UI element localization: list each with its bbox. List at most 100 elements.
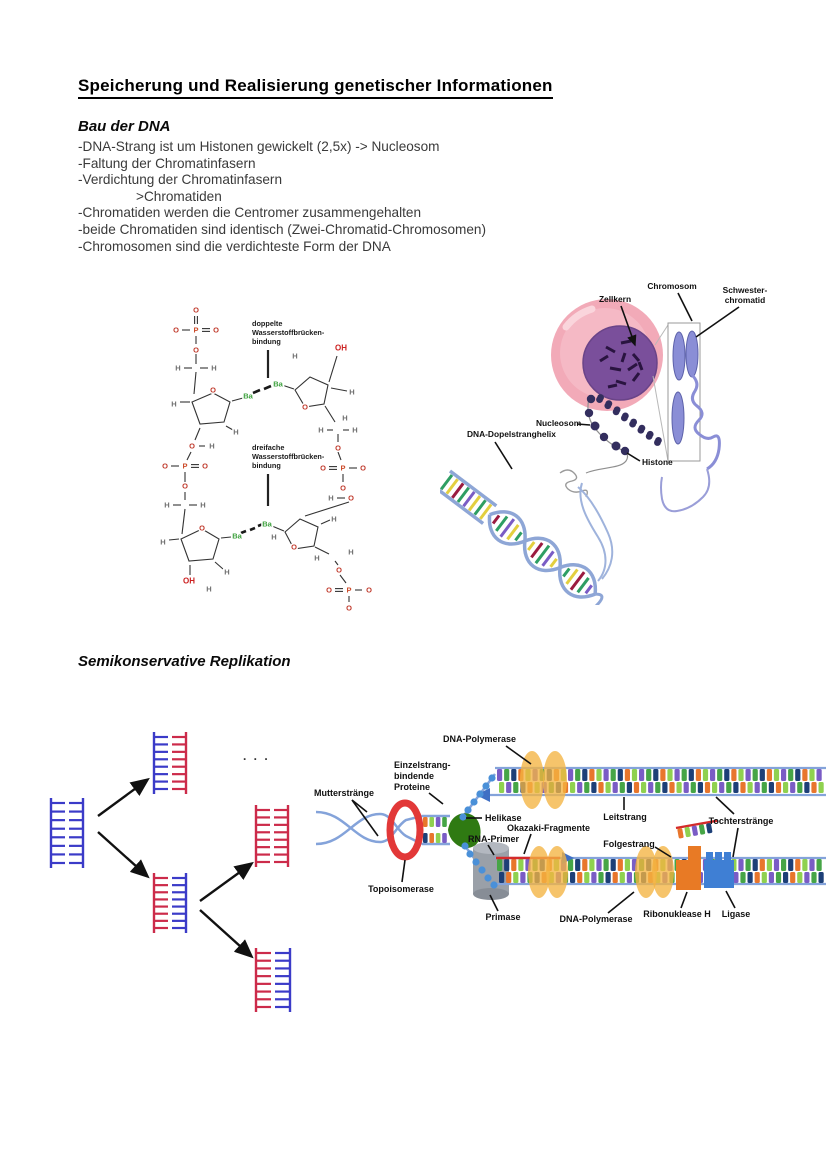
atom-h: H: [271, 533, 276, 542]
ligase-shape: [704, 852, 734, 888]
label-dna-polymerase-top: DNA-Polymerase: [443, 734, 516, 744]
section-bau-der-dna-heading: Bau der DNA: [78, 118, 171, 135]
chromosome-x-shape: [671, 330, 699, 445]
label-dreifache: dreifache: [252, 443, 284, 452]
atom-o: O: [193, 346, 199, 355]
hbond-label-double: doppelte Wasserstoffbrücken- bindung: [252, 319, 325, 378]
atom-o: O: [335, 444, 341, 453]
atom-p: P: [182, 462, 187, 471]
ellipsis: . . .: [243, 749, 270, 763]
chromosome-figure-labels: Zellkern Chromosom Schwester- chromatid …: [467, 281, 768, 470]
atom-o: O: [162, 462, 168, 471]
nucleus-chromosomes: [599, 339, 644, 389]
ribonuklease-leader: [680, 891, 688, 909]
atom-h: H: [349, 388, 354, 397]
label-dna-polymerase-bottom: DNA-Polymerase: [559, 914, 632, 924]
einzelstrang-leader: [428, 792, 444, 805]
label-chromosom: Chromosom: [647, 281, 696, 291]
label-dna-helix: DNA-Dopelstranghelix: [467, 429, 556, 439]
atom-p: P: [340, 464, 345, 473]
label-bindung2: bindung: [252, 461, 281, 470]
rnase-h-shape: [676, 846, 701, 890]
atom-h: H: [224, 568, 229, 577]
histone-leader: [626, 452, 641, 462]
chromosome-figure: Zellkern Chromosom Schwester- chromatid …: [440, 281, 768, 605]
tree-arrows: [97, 777, 254, 959]
chem-bonds: [168, 316, 362, 602]
replication-tree-figure: . . .: [49, 732, 292, 1012]
atom-o: O: [326, 586, 332, 595]
atom-h: H: [342, 414, 347, 423]
atom-o: O: [348, 494, 354, 503]
atom-h: H: [314, 554, 319, 563]
fiber-connector: [660, 468, 711, 513]
label-histone: Histone: [642, 457, 673, 467]
label-tochterstraenge: Tochterstränge: [709, 816, 774, 826]
atom-o: O: [189, 442, 195, 451]
atom-o: O: [202, 462, 208, 471]
atom-o: O: [340, 484, 346, 493]
okazaki-fragment-loose: [675, 819, 718, 839]
bead-string-line: [585, 394, 629, 474]
cell-nucleus: [582, 325, 658, 401]
ligase-leader: [725, 890, 736, 909]
coil-fiber: [596, 394, 662, 446]
label-schwesterchromatid-1: Schwester-: [723, 285, 768, 295]
dna-ladder: [152, 873, 188, 933]
atom-p: P: [193, 326, 198, 335]
ssb-proteins: [459, 774, 498, 889]
tree-ladders: [49, 732, 292, 1012]
atom-o: O: [291, 543, 297, 552]
primase-leader: [489, 894, 499, 912]
atom-o: O: [193, 306, 199, 315]
page-title: Speicherung und Realisierung genetischer…: [78, 76, 553, 99]
text-line: -Verdichtung der Chromatinfasern: [78, 172, 283, 188]
atom-o: O: [366, 586, 372, 595]
sugar-ring: [180, 528, 220, 562]
atom-h: H: [331, 515, 336, 524]
atom-h: H: [292, 352, 297, 361]
dna-ladder: [254, 805, 290, 867]
atom-o: O: [182, 482, 188, 491]
label-helikase: Helikase: [485, 813, 522, 823]
atom-oh: OH: [183, 577, 195, 586]
label-einzelstrang-2: bindende: [394, 771, 434, 781]
text-line: -DNA-Strang ist um Histonen gewickelt (2…: [78, 139, 440, 154]
atom-o: O: [336, 566, 342, 575]
atom-p: P: [346, 586, 351, 595]
bau-der-dna-text: -DNA-Strang ist um Histonen gewickelt (2…: [78, 139, 486, 255]
atom-o: O: [199, 524, 205, 533]
dna-polymerase-bottom-leader: [607, 891, 635, 914]
atom-h: H: [206, 585, 211, 594]
label-ligase: Ligase: [722, 909, 751, 919]
label-bindung1: bindung: [252, 337, 281, 346]
text-line: -beide Chromatiden sind identisch (Zwei-…: [78, 221, 486, 237]
cell-highlight: [562, 305, 596, 331]
text-line: -Chromatiden werden die Centromer zusamm…: [78, 205, 422, 221]
atom-ba: Ba: [262, 520, 272, 529]
atom-h: H: [328, 494, 333, 503]
chromosome-frame: [667, 322, 701, 462]
label-topoisomerase: Topoisomerase: [368, 884, 434, 894]
sugar-ring: [284, 518, 319, 550]
label-nucleosom: Nucleosom: [536, 418, 581, 428]
atom-o: O: [360, 464, 366, 473]
atom-h: H: [175, 364, 180, 373]
text-line: -Chromosomen sind die verdichteste Form …: [78, 238, 391, 254]
atom-o: O: [302, 403, 308, 412]
atom-o: O: [213, 326, 219, 335]
atom-o: O: [320, 464, 326, 473]
atom-o: O: [346, 604, 352, 613]
hbond-label-triple: dreifache Wasserstoffbrücken- bindung: [252, 443, 325, 506]
helix-leader: [494, 441, 513, 470]
atom-h: H: [164, 501, 169, 510]
label-folgestrang: Folgestrang: [603, 839, 655, 849]
atom-ba: Ba: [232, 532, 242, 541]
atom-h: H: [209, 442, 214, 451]
label-mutterstraenge: Mutterstränge: [314, 788, 374, 798]
mutterstraenge-leader: [351, 799, 379, 837]
atom-oh: OH: [335, 344, 347, 353]
chromatid-unraveling: [690, 373, 721, 471]
